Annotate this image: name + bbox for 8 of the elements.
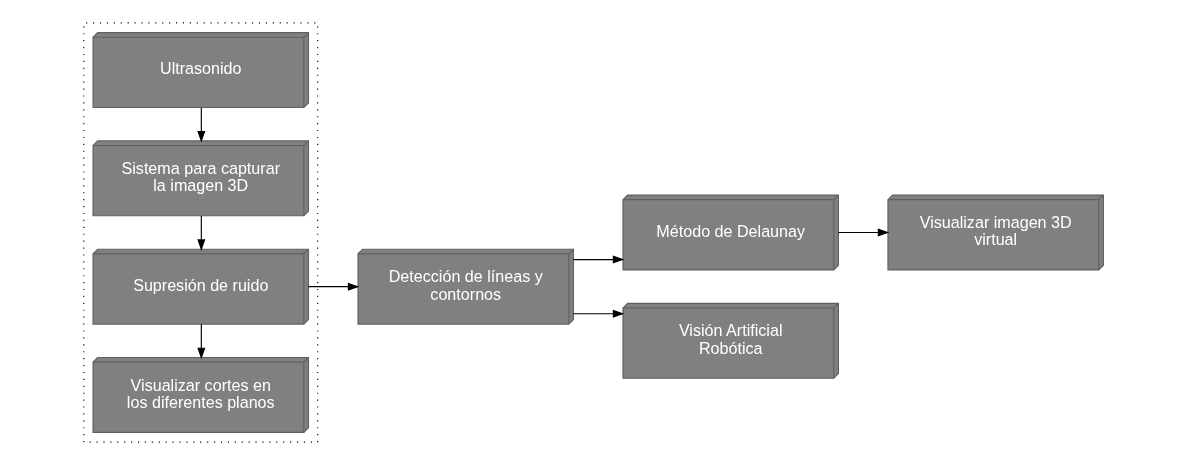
arrow xyxy=(307,282,359,291)
arrow xyxy=(196,106,205,143)
arrow xyxy=(196,214,205,251)
arrow xyxy=(196,323,205,359)
arrow xyxy=(837,227,889,237)
cluster xyxy=(82,21,318,443)
arrow xyxy=(572,255,624,264)
arrow xyxy=(572,309,624,318)
